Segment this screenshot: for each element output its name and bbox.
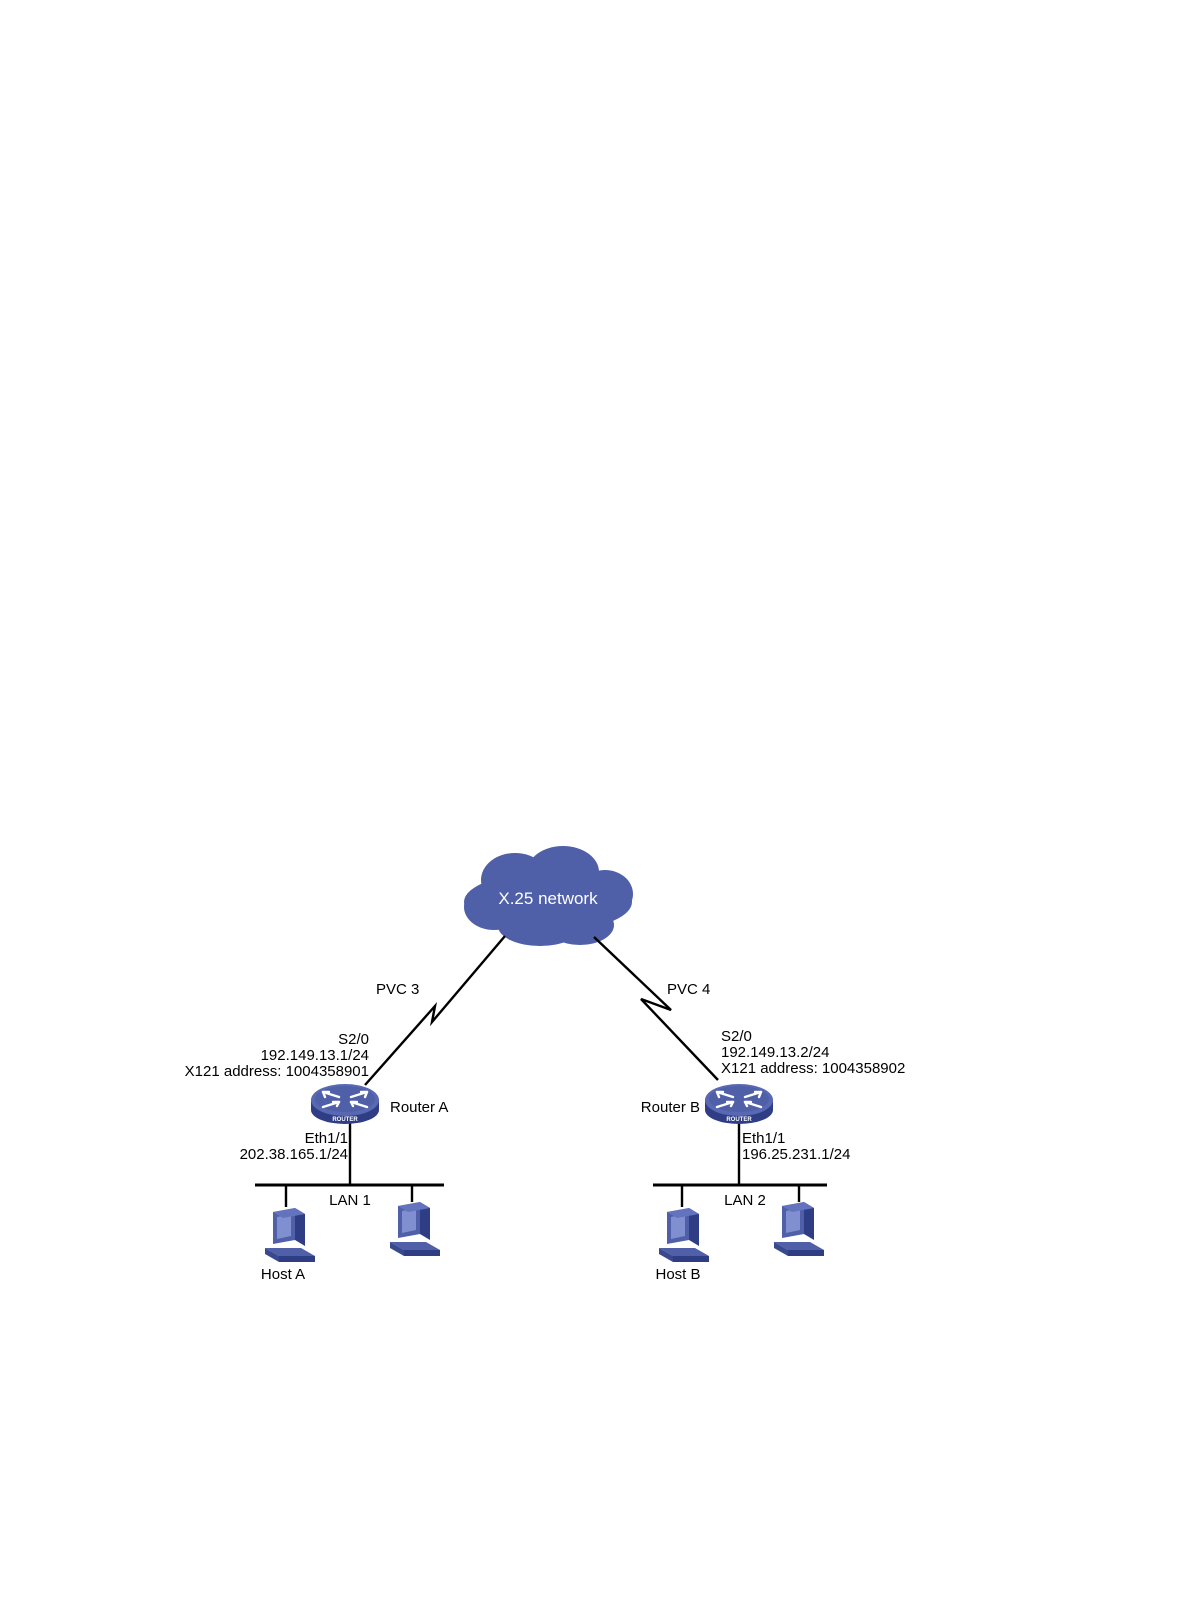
pvc3-link <box>365 936 505 1085</box>
lan1-host-2 <box>390 1202 440 1256</box>
pvc4-link <box>594 937 718 1080</box>
router-b-wan-interface: S2/0 <box>721 1028 752 1045</box>
computer-icon <box>265 1208 315 1262</box>
pvc4-label: PVC 4 <box>667 981 710 998</box>
router-a-x121-address: X121 address: 1004358901 <box>185 1063 369 1080</box>
router-a-wan-interface: S2/0 <box>338 1031 369 1048</box>
host-a-label: Host A <box>261 1266 305 1283</box>
x25-network-cloud: X.25 network <box>464 846 633 946</box>
router-badge: ROUTER <box>332 1117 358 1123</box>
lan2-label: LAN 2 <box>724 1192 766 1209</box>
computer-icon <box>390 1202 440 1256</box>
router-b-name: Router B <box>641 1099 700 1116</box>
pvc3-label: PVC 3 <box>376 981 419 998</box>
router-b-lan-ip: 196.25.231.1/24 <box>742 1146 850 1163</box>
router-a-name: Router A <box>390 1099 448 1116</box>
computer-icon <box>659 1208 709 1262</box>
router-badge: ROUTER <box>726 1117 752 1123</box>
lan1-label: LAN 1 <box>329 1192 371 1209</box>
host-a <box>265 1208 315 1262</box>
computer-icon <box>774 1202 824 1256</box>
router-b: ROUTER <box>705 1084 773 1124</box>
cloud-label: X.25 network <box>498 889 598 908</box>
router-b-wan-ip: 192.149.13.2/24 <box>721 1044 829 1061</box>
router-a-lan-ip: 202.38.165.1/24 <box>240 1146 348 1163</box>
lan2-host-2 <box>774 1202 824 1256</box>
router-a-lan-interface: Eth1/1 <box>305 1130 348 1147</box>
router-b-lan-interface: Eth1/1 <box>742 1130 785 1147</box>
router-b-x121-address: X121 address: 1004358902 <box>721 1060 905 1077</box>
host-b <box>659 1208 709 1262</box>
router-a-wan-ip: 192.149.13.1/24 <box>261 1047 369 1064</box>
host-b-label: Host B <box>655 1266 700 1283</box>
router-a: ROUTER <box>311 1084 379 1124</box>
